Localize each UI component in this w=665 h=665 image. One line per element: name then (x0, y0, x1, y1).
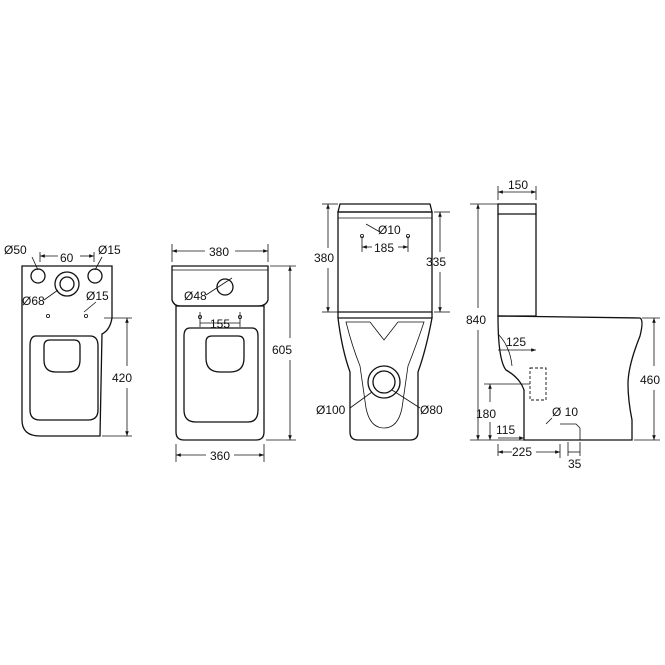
dim-225: 225 (512, 445, 532, 459)
dim-d50: Ø50 (4, 243, 27, 257)
dim-180: 180 (476, 407, 496, 421)
dim-605: 605 (272, 343, 292, 357)
dim-d100: Ø100 (316, 403, 346, 417)
outlet-100 (367, 365, 401, 399)
dim-d15-top: Ø15 (98, 243, 121, 257)
plan-view-seat (183, 327, 259, 423)
dim-420: 420 (112, 371, 132, 385)
front-view-lid (337, 203, 433, 213)
dim-380-plan: 380 (209, 245, 229, 259)
front-view-trap (345, 321, 425, 429)
top-view-seat (29, 335, 99, 421)
dim-150: 150 (508, 178, 528, 192)
hole-68-outer (54, 271, 80, 297)
side-view-bowl (497, 315, 643, 441)
dim-d10-front: Ø10 (378, 223, 401, 237)
dim-360: 360 (210, 449, 230, 463)
dim-d15-mid: Ø15 (86, 289, 109, 303)
outlet-80 (372, 370, 396, 394)
side-view: 150 840 125 460 180 Ø 10 115 225 (466, 178, 660, 471)
side-outlet-dashed (529, 367, 547, 401)
hole-68-inner (59, 276, 75, 292)
dim-d68: Ø68 (22, 294, 45, 308)
front-view: Ø10 185 380 335 Ø100 Ø80 (314, 203, 450, 441)
side-view-tank (497, 203, 537, 215)
hole-50 (30, 268, 46, 284)
dim-185: 185 (374, 241, 394, 255)
dim-d80: Ø80 (420, 403, 443, 417)
dim-125: 125 (506, 335, 526, 349)
dim-115: 115 (496, 423, 515, 437)
plan-view-outline (175, 305, 265, 441)
hole-15 (87, 268, 103, 284)
dim-840: 840 (466, 313, 486, 327)
dim-d10-side: Ø 10 (552, 405, 578, 419)
plan-hole-48 (216, 278, 234, 296)
plan-view-bowl (205, 335, 245, 373)
top-view-bowl (43, 339, 81, 373)
plan-view: 380 Ø48 155 605 360 (171, 244, 296, 463)
top-view-outline (21, 265, 113, 437)
side-fixing (560, 423, 581, 440)
dim-335: 335 (426, 255, 446, 269)
dim-460: 460 (640, 373, 660, 387)
dim-155: 155 (210, 317, 230, 331)
front-view-body (337, 317, 433, 441)
dim-380-front: 380 (314, 251, 334, 265)
dim-35: 35 (568, 457, 582, 471)
dim-60: 60 (60, 251, 74, 265)
dim-d48: Ø48 (184, 289, 207, 303)
top-view: Ø50 60 Ø15 Ø68 Ø15 420 (4, 243, 132, 437)
